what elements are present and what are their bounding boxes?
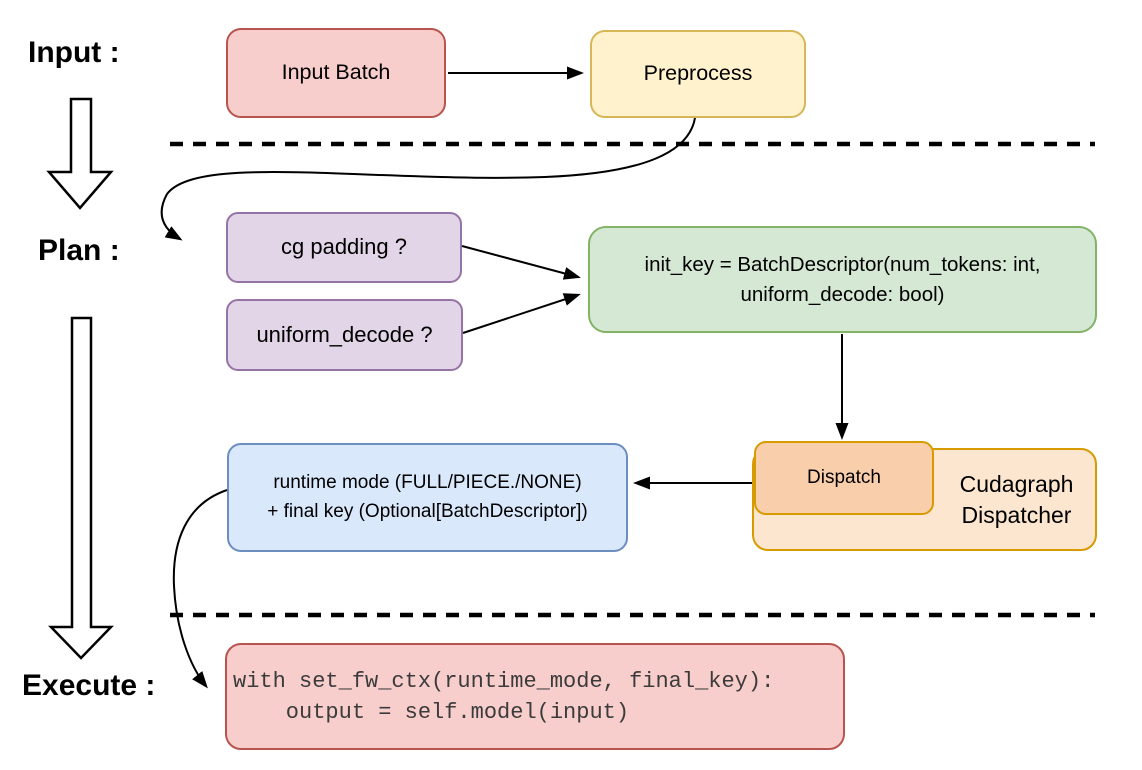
input-to-plan-stage-arrow <box>46 97 114 210</box>
node-cg-padding: cg padding ? <box>226 212 462 283</box>
node-label-line1: init_key = BatchDescriptor(num_tokens: i… <box>644 252 1041 276</box>
node-runtime-mode: runtime mode (FULL/PIECE./NONE) + final … <box>227 443 628 552</box>
node-label-line2: + final key (Optional[BatchDescriptor]) <box>267 500 588 522</box>
stage-label-input: Input : <box>28 36 120 69</box>
node-label: uniform_decode ? <box>256 321 433 347</box>
node-label: Dispatch <box>807 466 881 488</box>
stage-label-plan: Plan : <box>38 234 120 267</box>
node-execute-code: with set_fw_ctx(runtime_mode, final_key)… <box>225 643 845 750</box>
node-label: Preprocess <box>643 61 753 86</box>
plan-to-execute-stage-arrow <box>48 316 114 660</box>
code-line1: with set_fw_ctx(runtime_mode, final_key)… <box>233 668 775 694</box>
node-cudagraph-dispatcher-label: Cudagraph Dispatcher <box>959 470 1074 528</box>
node-label-line2: uniform_decode: bool) <box>740 282 945 306</box>
node-label: cg padding ? <box>281 234 407 260</box>
arrow-cg-padding-to-init-key <box>461 245 581 280</box>
node-uniform-decode: uniform_decode ? <box>226 299 463 371</box>
node-input-batch: Input Batch <box>226 28 446 118</box>
stage-label-execute: Execute : <box>22 669 156 702</box>
code-line2: output = self.model(input) <box>233 699 630 725</box>
arrow-uniform-decode-to-init-key <box>462 293 581 334</box>
node-dispatch: Dispatch <box>754 441 934 515</box>
node-label: Input Batch <box>281 60 391 85</box>
node-init-key: init_key = BatchDescriptor(num_tokens: i… <box>588 226 1097 333</box>
node-preprocess: Preprocess <box>590 30 806 118</box>
arrow-runtime-mode-to-execute-code <box>172 489 228 689</box>
node-label-line1: runtime mode (FULL/PIECE./NONE) <box>273 472 582 493</box>
